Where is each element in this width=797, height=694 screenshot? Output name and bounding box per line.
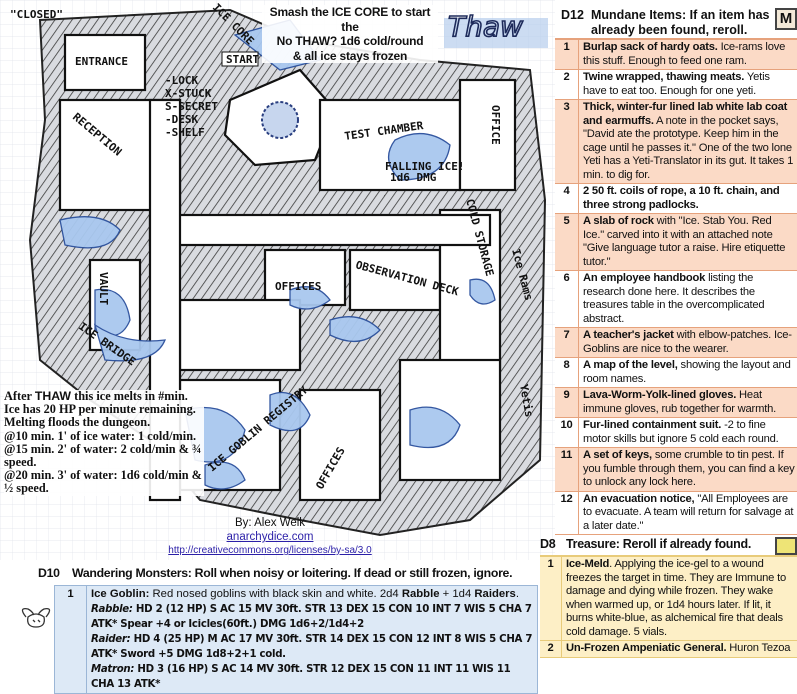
roll-number: 11 [555,448,579,491]
roll-number: 6 [555,271,579,327]
table-title: Mundane Items: If an item has already be… [591,8,770,37]
die-label: D12 [561,8,584,22]
ice-patch [93,323,167,362]
label-entrance: ENTRANCE [75,55,128,68]
table-row: 1 Ice Goblin: Red nosed goblins with bla… [54,585,538,694]
label-vault: VAULT [97,272,110,305]
legend-desk: -DESK [165,113,198,126]
table-title: Treasure: Reroll if already found. [566,537,751,551]
roll-number: 8 [555,358,579,387]
roll-number: 7 [555,328,579,357]
room-center [178,298,302,372]
die-label: D8 [540,537,556,551]
corridor-main [148,213,492,247]
legend-secret: S-SECRET [165,100,218,113]
label-falling-dmg: 1d6 DMG [390,171,437,184]
right-column: D12 Mundane Items: If an item has already… [540,8,797,658]
ice-patch [469,278,496,305]
ice-goblin-icon [21,608,51,628]
treasure-chest-icon [775,537,797,555]
intro-text: Smash the ICE CORE to start the No THAW?… [262,5,438,63]
label-closed: "CLOSED" [10,8,63,21]
room-entrance [63,33,147,92]
row-text: Thick, winter-fur lined lab white lab co… [583,101,794,181]
site-link[interactable]: anarchydice.com [226,531,314,543]
ice-patch [329,316,381,342]
row-text: A map of the level, showing the layout a… [583,359,791,385]
label-falling-ice: FALLING ICE! [385,160,464,173]
roll-number: 5 [555,214,579,270]
legend-stuck: X-STUCK [165,87,212,100]
row-text: A set of keys, some crumble to tin pest.… [583,449,795,488]
label-start: START [226,53,259,66]
roll-number: 9 [555,388,579,417]
roll-number: 3 [555,100,579,183]
roll-number: 12 [555,491,579,534]
byline: By: Alex Welk anarchydice.com http://cre… [140,516,400,558]
svg-text:Thaw: Thaw [448,10,523,43]
ice-patch [289,286,331,310]
row-text: An employee handbook listing the researc… [583,272,765,325]
table-title: Wandering Monsters: Roll when noisy or l… [72,566,513,580]
row-text: Burlap sack of hardy oats. Ice-rams love… [583,41,786,67]
row-text: Fur-lined containment suit. -2 to fine m… [583,419,779,445]
thaw-logo: Thaw [444,9,548,48]
row-text: 2 50 ft. coils of rope, a 10 ft. chain, … [583,185,780,211]
map-legend: -LOCK X-STUCK S-SECRET -DESK -SHELF [165,74,218,139]
author: By: Alex Welk [234,517,306,529]
ice-patch [388,133,451,181]
row-text: A teacher's jacket with elbow-patches. I… [583,329,792,355]
ice-patch [204,461,246,490]
ice-patch [269,391,311,432]
legend-lock: -LOCK [165,74,198,87]
room-offices-2 [298,388,382,502]
ice-patch [409,406,461,449]
ice-core-icon [261,101,299,139]
label-yetis: Yetis [517,383,536,418]
room-observation-deck [348,248,442,312]
roll-number: 2 [555,70,579,99]
ice-patch [59,216,121,249]
row-text: An evacuation notice, "All Employees are… [583,492,794,532]
roll-number: 1 [555,40,579,69]
roll-number: 2 [540,641,562,657]
row-text: Twine wrapped, thawing meats. Yetis have… [583,71,770,97]
row-text: Un-Frozen Ampeniatic General. Huron Tezo… [566,642,791,654]
room-office [458,78,517,192]
mundane-items-table: D12 Mundane Items: If an item has already… [555,8,797,535]
row-text: Ice-Meld. Applying the ice-gel to a woun… [566,558,787,638]
roll-number: 1 [540,557,562,640]
thaw-rules: After THAW this ice melts in #min. Ice h… [4,389,204,496]
die-label: D10 [38,566,60,580]
row-text: Lava-Worm-Yolk-lined gloves. Heat immune… [583,389,777,415]
row-text: A slab of rock with "Ice. Stab You. Red … [583,215,786,268]
license-link[interactable]: http://creativecommons.org/licenses/by-s… [168,545,372,556]
roll-number: 10 [555,418,579,447]
map-marker-m-icon: M [775,8,797,30]
roll-number: 4 [555,184,579,213]
legend-shelf: -SHELF [165,126,205,139]
label-office: OFFICE [489,105,502,145]
wandering-monsters-table: D10 Wandering Monsters: Roll when noisy o… [38,566,538,694]
table-row: 2 Un-Frozen Ampeniatic General. Huron Tez… [540,641,797,658]
label-offices-1: OFFICES [275,280,321,293]
